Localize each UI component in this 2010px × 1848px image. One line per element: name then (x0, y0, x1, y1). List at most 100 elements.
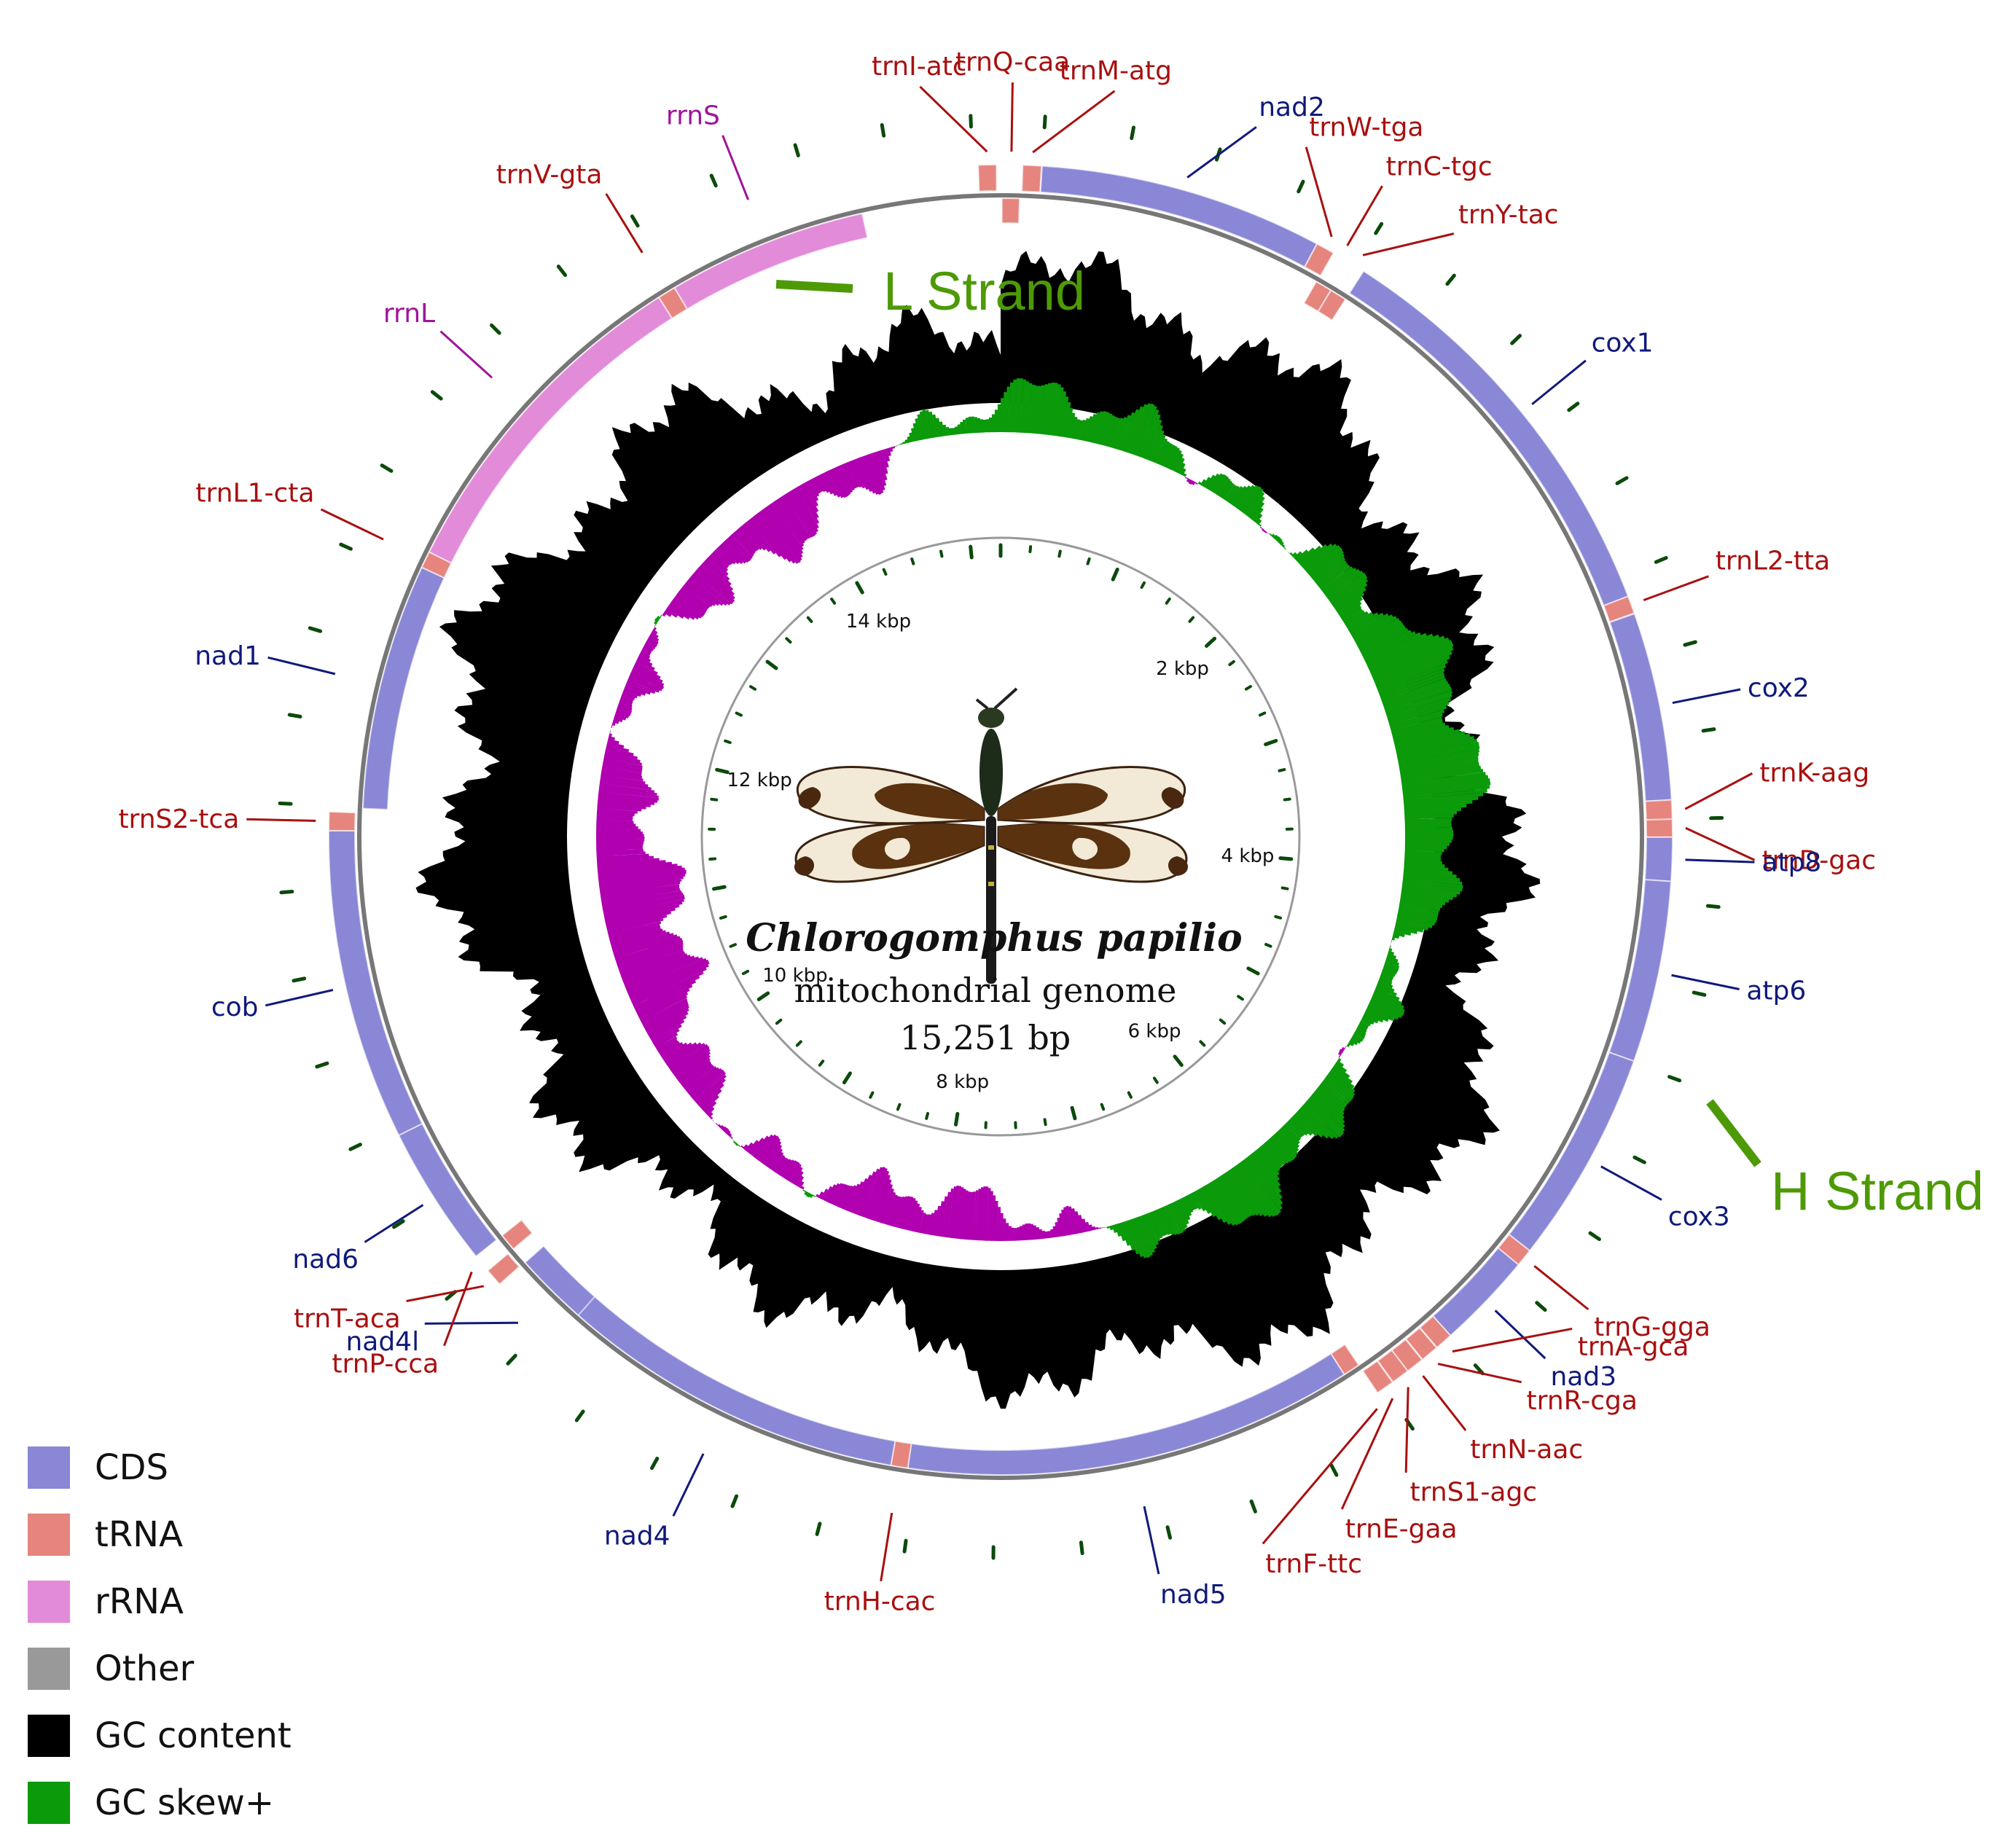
scale-tick (969, 544, 974, 560)
scale-tick (1152, 1076, 1159, 1084)
outer-dot (880, 122, 886, 138)
scale-tick (1283, 797, 1291, 802)
outer-dot (1654, 556, 1668, 564)
outer-dot (793, 143, 800, 157)
scale-tick (1237, 995, 1244, 1001)
genome-subtitle: mitochondrial genome (794, 971, 1177, 1010)
outer-dot (392, 1219, 405, 1229)
kbp-label: 2 kbp (1156, 658, 1209, 680)
l-strand-marker: L Strand (775, 261, 1085, 321)
scale-tick (710, 797, 719, 802)
feature-nad3[interactable] (1431, 1247, 1520, 1337)
legend-item-rrna: rRNA (28, 1581, 184, 1623)
scale-circle (700, 536, 1301, 1137)
legend-swatch-trna (28, 1514, 70, 1556)
label-trnC-tgc: trnC-tgc (1386, 152, 1493, 182)
feature-trnQ-caa[interactable] (1001, 197, 1021, 224)
outer-dot (430, 390, 443, 401)
feature-trnY-tac[interactable] (1317, 289, 1347, 321)
scale-tick (1188, 616, 1195, 623)
feature-nad6[interactable] (397, 1122, 498, 1258)
feature-nad4l[interactable] (524, 1245, 596, 1317)
leader-line (672, 1453, 705, 1517)
kbp-label: 12 kbp (727, 770, 791, 791)
label-trnM-atg: trnM-atg (1060, 56, 1172, 86)
feature-cox3[interactable] (1508, 1051, 1635, 1252)
leader-line (1600, 1165, 1662, 1201)
feature-trnW-tga[interactable] (1303, 243, 1335, 277)
legend-swatch-rrna (28, 1581, 70, 1623)
scale-tick (1219, 1018, 1227, 1025)
label-trnQ-caa: trnQ-caa (955, 47, 1070, 77)
leader-line (1672, 688, 1741, 705)
outer-dot (630, 214, 640, 228)
label-nad4: nad4 (604, 1521, 670, 1551)
outer-dot (380, 463, 394, 473)
leader-line (1685, 858, 1755, 864)
scale-tick (1246, 966, 1260, 976)
outer-dot (730, 1494, 739, 1508)
outer-dot (278, 801, 293, 806)
label-nad5: nad5 (1160, 1580, 1227, 1610)
feature-trnI-atc[interactable] (977, 164, 998, 192)
leader-line (605, 193, 644, 254)
outer-dot (1567, 402, 1580, 412)
feature-nad2[interactable] (1039, 165, 1318, 268)
feature-nad4[interactable] (576, 1294, 896, 1467)
outer-dot (1079, 1540, 1084, 1556)
leader-line (1671, 974, 1740, 990)
feature-trnE-gaa[interactable] (1361, 1360, 1394, 1394)
label-trnF-ttc: trnF-ttc (1265, 1549, 1362, 1579)
leader-line (246, 818, 316, 822)
scale-tick (855, 581, 864, 595)
leader-line (1531, 359, 1587, 405)
feature-atp8[interactable] (1643, 836, 1674, 882)
outer-dot (1130, 125, 1135, 141)
outer-dot (279, 890, 294, 895)
dragonfly-body (975, 687, 1018, 984)
legend-label-gc-content: GC content (95, 1715, 292, 1756)
outer-dot (1445, 273, 1456, 286)
feature-trnM-atg[interactable] (1021, 164, 1043, 193)
outer-dot (1374, 222, 1384, 235)
scale-tick (1043, 1118, 1047, 1127)
scale-tick (1274, 915, 1283, 920)
scale-tick (775, 1018, 783, 1025)
legend-label-cds: CDS (95, 1447, 168, 1488)
kbp-label: 10 kbp (762, 965, 827, 987)
legend-swatch-gc-skew (28, 1782, 70, 1824)
feature-trnK-aag[interactable] (1644, 799, 1673, 821)
legend-swatch-cds (28, 1446, 70, 1489)
label-trnS1-agc: trnS1-agc (1410, 1477, 1538, 1507)
label-trnH-cac: trnH-cac (824, 1587, 936, 1617)
scale-tick (1165, 597, 1171, 605)
legend-item-other: Other (28, 1648, 195, 1690)
leader-line (1685, 826, 1756, 861)
leader-line (722, 135, 750, 200)
h-strand-marker: H Strand (1706, 1099, 1984, 1221)
feature-trnP-cca[interactable] (501, 1218, 533, 1250)
leader-line (443, 1271, 473, 1347)
leader-line (1404, 1387, 1409, 1473)
outer-dot (815, 1522, 822, 1536)
label-nad1: nad1 (195, 641, 261, 671)
leader-line (1643, 575, 1709, 602)
feature-trnT-aca[interactable] (486, 1253, 520, 1285)
scale-tick (1244, 685, 1252, 691)
scale-tick (1086, 557, 1091, 565)
scale-tick (954, 1111, 960, 1127)
outer-dot (1705, 904, 1721, 909)
feature-rrnS[interactable] (673, 212, 869, 310)
legend-item-gc-skew: GC skew+ (28, 1782, 274, 1824)
leader-line (1186, 126, 1257, 179)
scale-tick (724, 739, 732, 745)
leader-line (1533, 1265, 1589, 1311)
label-trnE-gaa: trnE-gaa (1345, 1514, 1458, 1544)
dragonfly-image (794, 687, 1188, 984)
feature-trnS2-tca[interactable] (328, 810, 356, 832)
feature-trnD-gac[interactable] (1645, 818, 1674, 838)
label-trnI-atc: trnI-atc (872, 52, 967, 82)
species-name: Chlorogomphus papilio (746, 916, 1242, 960)
leader-line (1494, 1309, 1546, 1360)
